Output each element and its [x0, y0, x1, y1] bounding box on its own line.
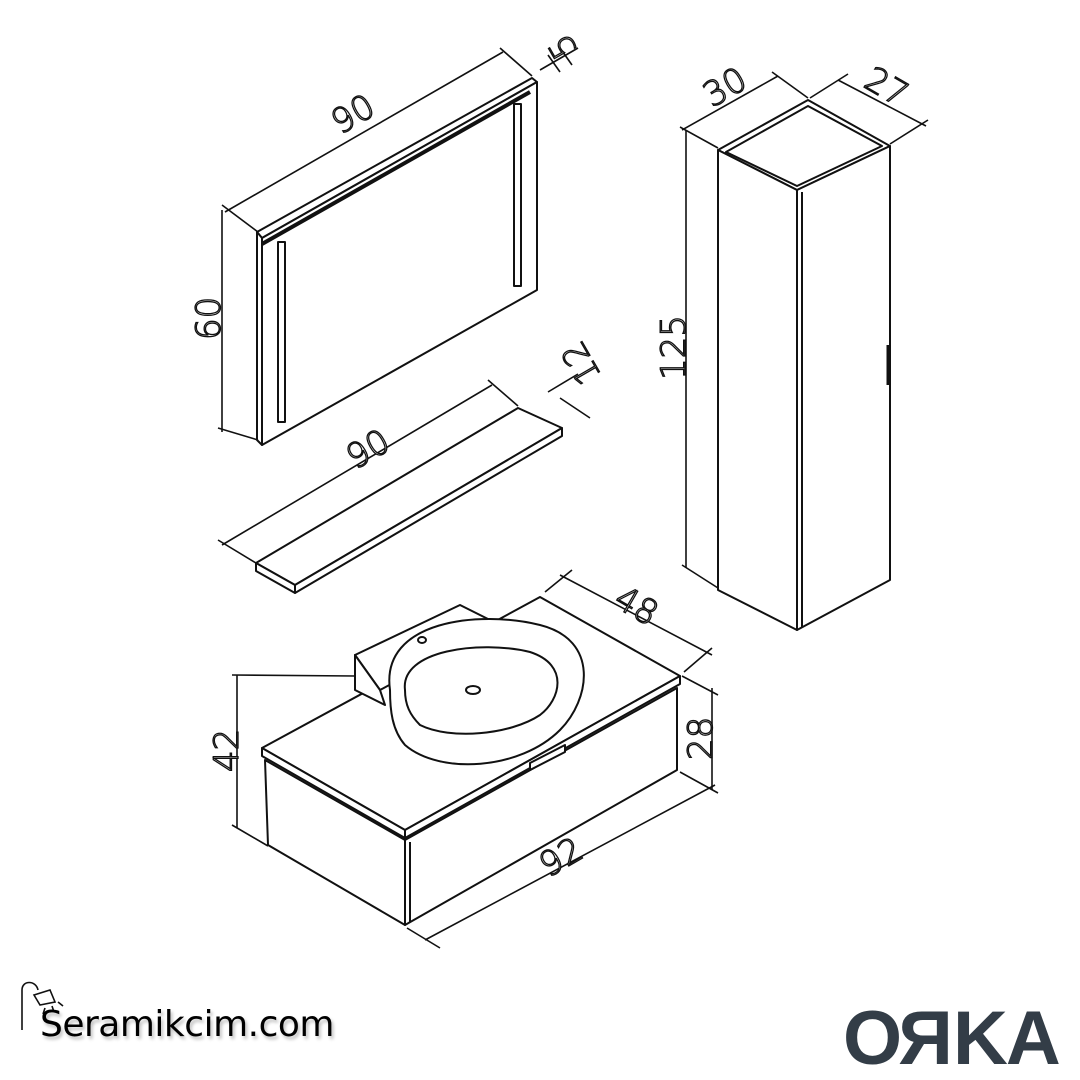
- cabinet-height-dimension: [679, 126, 719, 589]
- cabinet-height-label: 125: [654, 315, 694, 380]
- seramikcim-logo: Seramikcim.com: [40, 1004, 334, 1045]
- orka-logo: ORKA: [843, 996, 1061, 1080]
- vanity-body-height-dimension: [679, 675, 719, 794]
- mirror-depth-label: 5: [540, 27, 585, 66]
- tall-cabinet: [717, 99, 891, 631]
- vanity-depth-dimension: [544, 569, 713, 673]
- vanity-total-height-dimension: [231, 674, 356, 847]
- shelf-depth-dimension: [547, 373, 591, 419]
- mirror-width-dimension: [221, 47, 533, 233]
- washbasin: [354, 604, 585, 766]
- mirror-depth-dimension: [539, 47, 579, 73]
- cabinet-width-dimension: [681, 71, 809, 131]
- cabinet-width-label: 30: [697, 60, 754, 116]
- cabinet-depth-dimension: [809, 73, 929, 145]
- mirror-height-dimension: [217, 210, 259, 441]
- vanity-total-height-label: 42: [207, 729, 247, 772]
- led-mirror: [256, 77, 538, 446]
- vanity-body-height-label: 28: [681, 717, 721, 760]
- cabinet-depth-label: 27: [858, 59, 915, 115]
- mirror-height-label: 60: [189, 297, 229, 340]
- wall-shelf: [255, 407, 563, 594]
- mirror-width-label: 90: [325, 87, 382, 143]
- vanity-width-dimension: [406, 784, 716, 949]
- shower-icon: [21, 981, 64, 1030]
- shelf-width-dimension: [217, 379, 519, 564]
